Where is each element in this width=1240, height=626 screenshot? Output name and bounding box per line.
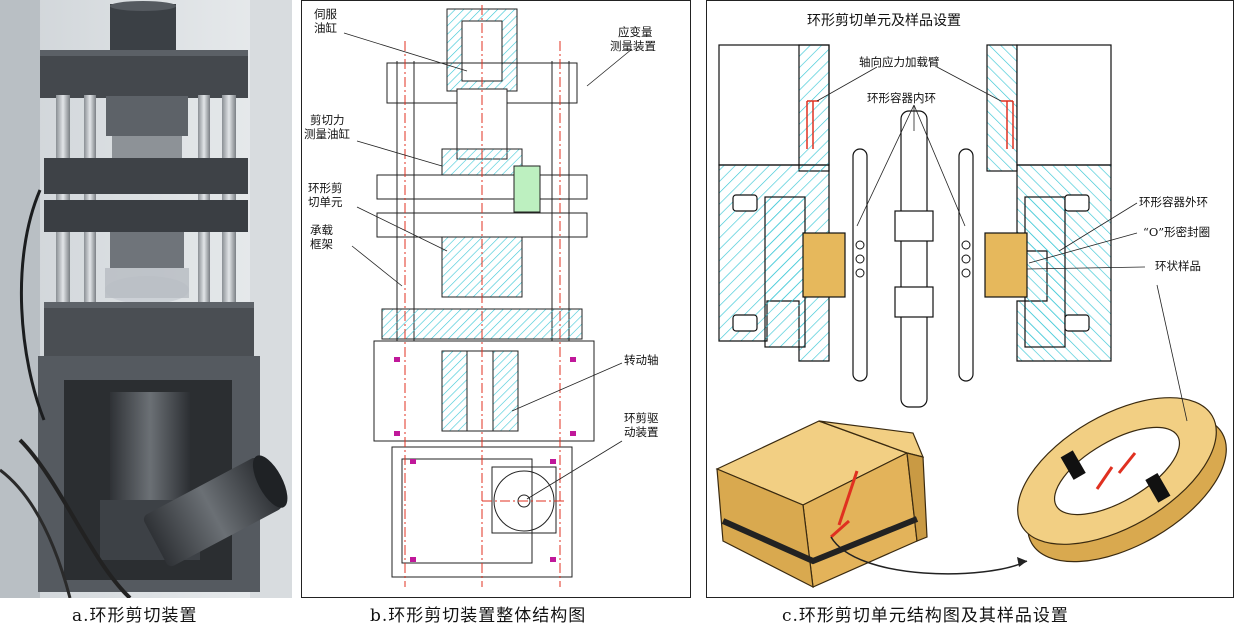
label-o-ring: “O”形密封圈 xyxy=(1143,225,1211,239)
label-servo-line2: 油缸 xyxy=(314,21,337,35)
panel-c-title: 环形剪切单元及样品设置 xyxy=(807,13,961,29)
label-frame-line1: 承载 xyxy=(310,223,333,237)
label-shaft: 转动轴 xyxy=(624,353,659,367)
overall-structure-drawing xyxy=(343,5,633,587)
label-strain-line2: 测量装置 xyxy=(610,39,656,53)
panel-b-frame: 伺服 油缸 应变量 测量装置 剪切力 测量油缸 环形剪 切单元 承载 框架 转动… xyxy=(301,0,691,598)
label-inner-ring: 环形容器内环 xyxy=(867,91,936,105)
label-servo-line1: 伺服 xyxy=(314,7,337,21)
label-loading-arm: 轴向应力加载臂 xyxy=(859,55,940,69)
label-drive-line2: 动装置 xyxy=(624,425,659,439)
panel-c-frame: 环形剪切单元及样品设置 轴向应力加载臂 环形容器内环 环形容器外环 “O”形密封… xyxy=(706,0,1234,598)
caption-a: a.环形剪切装置 xyxy=(72,606,198,626)
label-frame-line2: 框架 xyxy=(310,237,333,251)
label-shear-line1: 剪切力 xyxy=(310,113,345,127)
caption-b: b.环形剪切装置整体结构图 xyxy=(370,606,587,626)
label-ring-sample: 环状样品 xyxy=(1155,259,1201,273)
label-drive-line1: 环剪驱 xyxy=(624,411,659,425)
label-strain-line1: 应变量 xyxy=(618,25,653,39)
label-unit-line1: 环形剪 xyxy=(308,181,343,195)
label-unit-line2: 切单元 xyxy=(308,195,343,209)
label-outer-ring: 环形容器外环 xyxy=(1139,195,1208,209)
shear-apparatus-photo xyxy=(0,0,292,598)
panel-a-photo xyxy=(0,0,292,598)
label-shear-line2: 测量油缸 xyxy=(304,127,350,141)
caption-c: c.环形剪切单元结构图及其样品设置 xyxy=(782,606,1069,626)
shear-unit-drawing xyxy=(715,43,1227,589)
